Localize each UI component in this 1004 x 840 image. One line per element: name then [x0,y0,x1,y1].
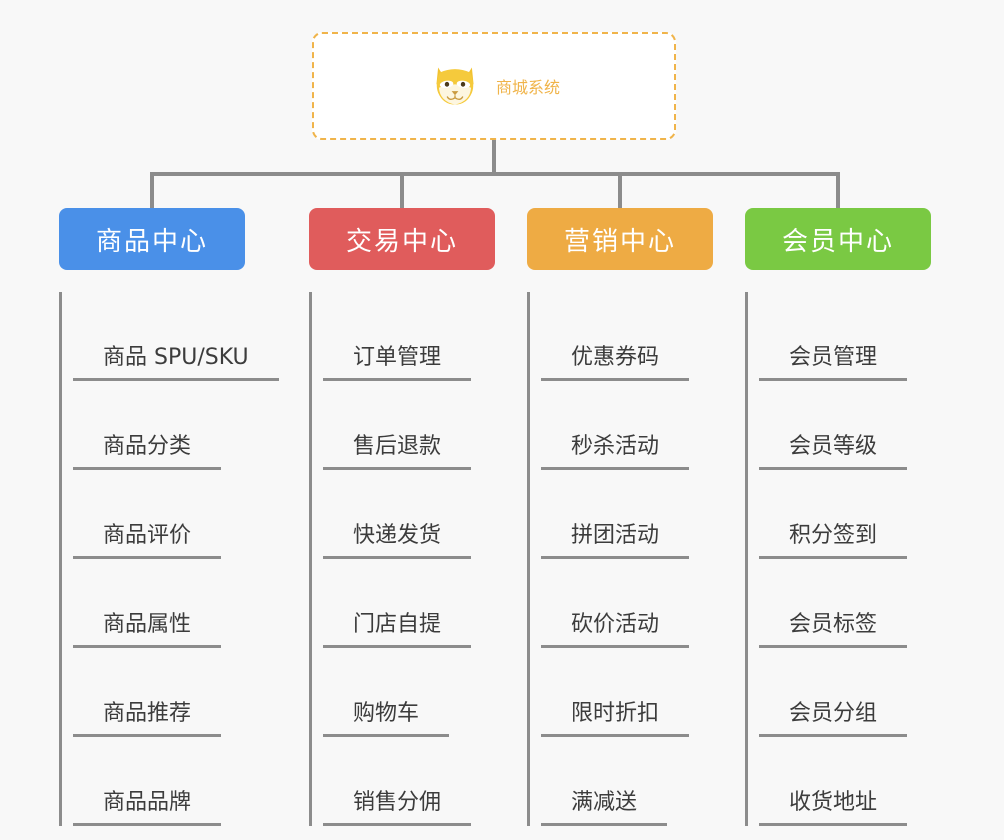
leaf-item[interactable]: 快递发货 [323,470,495,559]
leaf-item[interactable]: 会员等级 [759,381,931,470]
leaf-item[interactable]: 满减送 [541,737,713,826]
connector-drop-4 [836,172,840,210]
leaf-item-label: 商品属性 [73,612,222,648]
category-column-3: 营销中心 优惠券码 秒杀活动 拼团活动 砍价活动 限时折扣 满减送 [527,208,713,826]
leaf-item[interactable]: 订单管理 [323,292,495,381]
leaf-item[interactable]: 商品推荐 [73,648,245,737]
leaf-item[interactable]: 会员标签 [759,559,931,648]
leaf-item-label: 会员管理 [759,345,908,381]
leaf-item[interactable]: 秒杀活动 [541,381,713,470]
connector-drop-3 [618,172,622,210]
leaf-item[interactable]: 销售分佣 [323,737,495,826]
leaf-item[interactable]: 商品评价 [73,470,245,559]
leaf-item[interactable]: 商品 SPU/SKU [73,292,279,381]
leaf-item-label: 会员标签 [759,612,908,648]
leaf-item-label: 销售分佣 [323,790,472,826]
leaf-list-1: 商品 SPU/SKU 商品分类 商品评价 商品属性 商品推荐 商品品牌 [59,292,279,826]
connector-horizontal-bus [150,172,838,176]
category-header-label-3: 营销中心 [563,226,676,257]
leaf-item[interactable]: 会员管理 [759,292,931,381]
leaf-item-label: 收货地址 [759,790,908,826]
leaf-item-label: 会员等级 [759,434,908,470]
leaf-item[interactable]: 积分签到 [759,470,931,559]
leaf-item-label: 购物车 [323,701,450,737]
leaf-item[interactable]: 会员分组 [759,648,931,737]
connector-drop-1 [150,172,154,210]
leaf-item[interactable]: 商品分类 [73,381,245,470]
leaf-list-3: 优惠券码 秒杀活动 拼团活动 砍价活动 限时折扣 满减送 [527,292,713,826]
leaf-item-label: 砍价活动 [541,612,690,648]
category-column-4: 会员中心 会员管理 会员等级 积分签到 会员标签 会员分组 收货地址 [745,208,931,826]
category-header-label-4: 会员中心 [781,226,894,257]
leaf-item-label: 商品评价 [73,523,222,559]
leaf-item-label: 满减送 [541,790,668,826]
leaf-item[interactable]: 拼团活动 [541,470,713,559]
connector-root-stem [492,140,496,174]
leaf-item-label: 优惠券码 [541,345,690,381]
column-spine-4 [745,292,748,826]
leaf-item-label: 会员分组 [759,701,908,737]
leaf-item-label: 订单管理 [323,345,472,381]
leaf-item[interactable]: 商品品牌 [73,737,245,826]
leaf-item-label: 秒杀活动 [541,434,690,470]
leaf-item-label: 积分签到 [759,523,908,559]
leaf-item-label: 商品 SPU/SKU [73,345,279,381]
leaf-item[interactable]: 收货地址 [759,737,931,826]
column-spine-2 [309,292,312,826]
column-spine-1 [59,292,62,826]
category-header-1[interactable]: 商品中心 [59,208,245,270]
leaf-item-label: 售后退款 [323,434,472,470]
category-column-2: 交易中心 订单管理 售后退款 快递发货 门店自提 购物车 销售分佣 [309,208,495,826]
root-node-label: 商城系统 [495,78,560,97]
leaf-item-label: 商品品牌 [73,790,222,826]
leaf-item[interactable]: 优惠券码 [541,292,713,381]
category-column-1: 商品中心 商品 SPU/SKU 商品分类 商品评价 商品属性 商品推荐 商品品牌 [59,208,279,826]
category-header-3[interactable]: 营销中心 [527,208,713,270]
leaf-item[interactable]: 售后退款 [323,381,495,470]
leaf-item-label: 商品分类 [73,434,222,470]
connector-drop-2 [400,172,404,210]
leaf-item-label: 限时折扣 [541,701,690,737]
leaf-item[interactable]: 购物车 [323,648,495,737]
category-header-4[interactable]: 会员中心 [745,208,931,270]
leaf-item[interactable]: 限时折扣 [541,648,713,737]
leaf-item[interactable]: 商品属性 [73,559,245,648]
shiba-dog-face-icon [436,67,474,105]
column-spine-3 [527,292,530,826]
leaf-item-label: 门店自提 [323,612,472,648]
leaf-list-4: 会员管理 会员等级 积分签到 会员标签 会员分组 收货地址 [745,292,931,826]
leaf-item-label: 拼团活动 [541,523,690,559]
category-header-label-1: 商品中心 [95,226,208,257]
leaf-item[interactable]: 砍价活动 [541,559,713,648]
category-header-2[interactable]: 交易中心 [309,208,495,270]
category-header-label-2: 交易中心 [345,226,458,257]
leaf-list-2: 订单管理 售后退款 快递发货 门店自提 购物车 销售分佣 [309,292,495,826]
root-node-card[interactable]: 商城系统 [312,32,676,140]
leaf-item-label: 快递发货 [323,523,472,559]
leaf-item-label: 商品推荐 [73,701,222,737]
leaf-item[interactable]: 门店自提 [323,559,495,648]
